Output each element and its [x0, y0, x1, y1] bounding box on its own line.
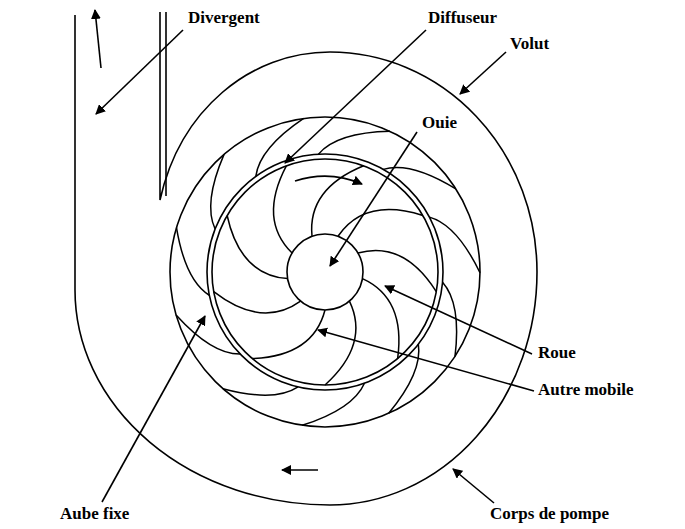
impeller-blade: [252, 310, 325, 359]
impeller-blades: [214, 166, 437, 385]
part-label: Aube fixe: [60, 505, 129, 524]
part-label: Autre mobile: [538, 381, 634, 400]
impeller-eye: [287, 234, 363, 310]
impeller-blade: [227, 216, 287, 279]
part-label: Roue: [538, 344, 576, 363]
diffuser-vane: [429, 217, 480, 273]
impeller-blade: [358, 250, 436, 291]
flow-arrow: [282, 469, 318, 471]
diffuser-vane: [223, 387, 298, 395]
impeller-blade: [273, 166, 292, 253]
leader-line: [318, 330, 534, 391]
leader-line: [330, 132, 417, 266]
impeller-blade: [214, 292, 301, 313]
diffuser-ring: [170, 117, 480, 427]
impeller-ring: [212, 159, 438, 385]
diffuser-vane: [318, 131, 390, 154]
volute-casing: [75, 12, 537, 505]
diffuser-vane: [176, 315, 240, 354]
volute-tongue: [165, 12, 167, 196]
part-label: Divergent: [188, 9, 260, 28]
diffuser-vane: [383, 167, 456, 188]
diffuser-vane: [176, 228, 209, 296]
leader-line: [96, 30, 183, 114]
impeller-blade: [338, 210, 423, 237]
impeller-blade: [325, 301, 356, 385]
diffuser-vane: [256, 118, 304, 176]
part-label: Corps de pompe: [490, 505, 609, 524]
part-label: Volut: [510, 35, 549, 54]
leader-line: [460, 52, 506, 94]
leader-line: [385, 286, 532, 354]
part-label: Diffuseur: [428, 9, 497, 28]
rotation-arrow: [295, 176, 362, 184]
diffuser-vane: [443, 282, 457, 356]
diffuser-vanes: [176, 118, 480, 425]
leader-line: [102, 316, 205, 502]
part-label: Ouie: [422, 114, 457, 133]
leader-line: [285, 30, 426, 163]
outlet-arrow: [95, 10, 101, 68]
diffuser-vane: [302, 383, 364, 425]
diffuser-vane: [211, 154, 224, 229]
leader-line: [453, 469, 494, 503]
